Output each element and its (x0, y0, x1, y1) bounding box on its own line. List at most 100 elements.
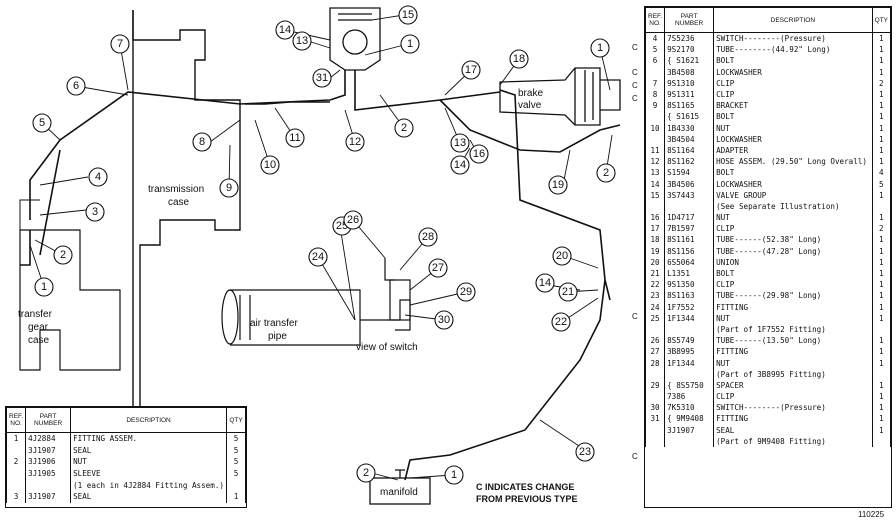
callout-2-center: 2 (394, 118, 414, 138)
cell-ref: 22 (644, 279, 666, 291)
cell-desc: SEAL (70, 490, 227, 503)
cell-ref: 19 (644, 245, 666, 257)
table-row: (Part of 9M9408 Fitting) (644, 435, 892, 447)
callout-1-right: 1 (590, 38, 610, 58)
svg-text:1: 1 (407, 38, 413, 50)
cell-ref (644, 435, 666, 447)
label-valve: valve (518, 100, 542, 111)
cell-qty: 1 (871, 189, 892, 201)
callout-31: 31 (312, 68, 332, 88)
callout-2-right: 2 (596, 163, 616, 183)
cell-desc: FITTING (713, 413, 873, 425)
svg-text:9: 9 (226, 182, 232, 194)
cell-desc: NUT (713, 312, 873, 324)
cell-part: L1351 (664, 267, 715, 280)
cell-qty: 5 (226, 456, 246, 468)
cell-ref (644, 66, 666, 78)
cell-desc: (Part of 9M9408 Fitting) (713, 435, 873, 447)
svg-text:13: 13 (454, 137, 466, 149)
callout-22: 22 (551, 312, 571, 332)
cell-ref: 30 (644, 402, 666, 414)
cell-desc: CLIP (713, 77, 873, 89)
header-qty: QTY (226, 407, 246, 433)
cell-desc: VALVE GROUP (713, 189, 873, 201)
cell-desc: LOCKWASHER (713, 133, 873, 145)
figure-number: 110225 (858, 510, 885, 519)
cell-part (25, 479, 72, 491)
cell-part: { 8S5750 (664, 379, 715, 391)
header-ref: REF. NO. (644, 7, 666, 33)
callout-9: 9 (219, 178, 239, 198)
cell-qty: 1 (871, 357, 892, 369)
svg-text:24: 24 (312, 251, 324, 263)
svg-text:5: 5 (39, 117, 45, 129)
callout-5: 5 (32, 113, 52, 133)
label-brake: brake (518, 88, 543, 99)
cell-part: 9S1311 (664, 88, 715, 101)
cell-desc: CLIP (713, 88, 873, 101)
cell-part: 3B4504 (664, 133, 715, 145)
cell-qty: 4 (871, 167, 892, 179)
cell-desc: SEAL (713, 424, 873, 436)
svg-text:28: 28 (422, 231, 434, 243)
cell-desc: SPACER (713, 379, 873, 391)
svg-text:1: 1 (597, 42, 603, 54)
cell-qty: 5 (871, 178, 892, 190)
cell-qty: 1 (871, 335, 892, 347)
cell-part (664, 368, 715, 380)
label-transfer-3: case (28, 335, 50, 346)
cell-ref: 26 (644, 335, 666, 347)
cell-part: 8S5749 (664, 335, 715, 347)
cell-qty: 1 (871, 256, 892, 268)
header-qty: QTY (871, 7, 892, 33)
callout-20: 20 (552, 246, 572, 266)
table-row: (See Separate Illustration) (644, 200, 892, 212)
cell-desc: UNION (713, 256, 873, 268)
label-pipe: pipe (268, 331, 287, 342)
cell-part: 3B4508 (664, 66, 715, 78)
cell-ref: 20 (644, 256, 666, 268)
cell-desc: TUBE------(13.50" Long) (713, 335, 873, 347)
cell-desc: LOCKWASHER (713, 66, 873, 78)
svg-text:11: 11 (289, 132, 300, 144)
cell-qty: 1 (871, 133, 892, 145)
cell-part: 3J1907 (25, 444, 72, 457)
callout-1-top: 1 (400, 34, 420, 54)
svg-text:10: 10 (264, 159, 276, 171)
cell-qty (871, 435, 892, 447)
cell-ref: 5 (644, 44, 666, 56)
cell-desc: (1 each in 4J2884 Fitting Assem.) (70, 479, 227, 491)
cell-qty: 1 (871, 44, 892, 56)
cell-ref: 2 (5, 456, 27, 468)
cell-desc: LOCKWASHER (713, 178, 873, 190)
cell-ref: 17 (644, 223, 666, 235)
svg-text:29: 29 (460, 286, 472, 298)
cell-part: 7K5310 (664, 402, 715, 414)
callout-10: 10 (260, 155, 280, 175)
label-transmission-case-1: transmission (148, 184, 204, 195)
cell-desc: BOLT (713, 167, 873, 179)
cell-desc: TUBE------(47.28" Long) (713, 245, 873, 257)
cell-qty: 2 (871, 77, 892, 89)
cell-desc: (Part of 3B8995 Fitting) (713, 368, 873, 380)
callout-29: 29 (456, 282, 476, 302)
svg-text:14: 14 (279, 24, 291, 36)
callout-26: 26 (343, 210, 363, 230)
callout-17: 17 (461, 60, 481, 80)
svg-text:2: 2 (401, 122, 407, 134)
